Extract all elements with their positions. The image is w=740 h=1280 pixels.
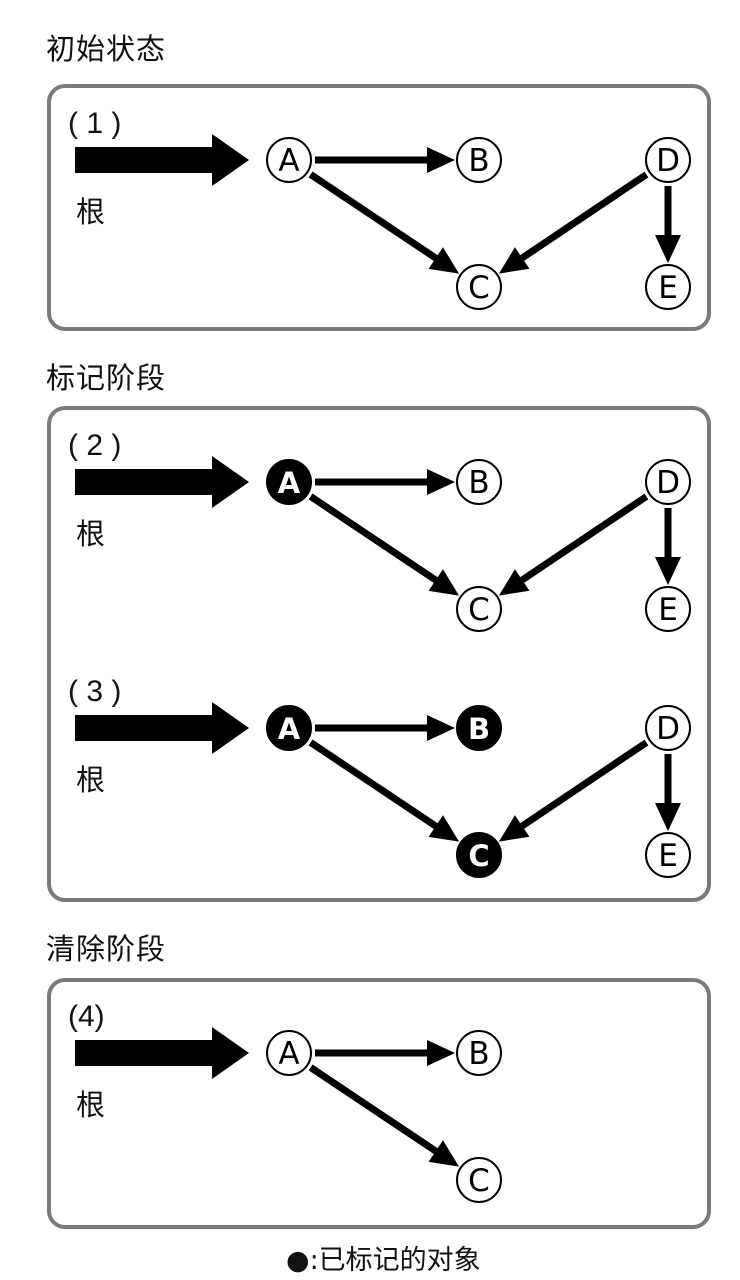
node-C <box>456 586 502 632</box>
root-label: 根 <box>76 195 105 229</box>
edge-D-C-head <box>498 569 530 596</box>
node-label-B: B <box>468 712 490 746</box>
marked-dot-icon: ● <box>286 1245 310 1276</box>
edge-A-C-head <box>428 1140 460 1167</box>
node-label-B: B <box>468 143 489 179</box>
root-arrow <box>75 456 249 508</box>
node-label-C: C <box>468 839 489 873</box>
node-label-E: E <box>658 270 678 306</box>
node-label-A: A <box>278 466 301 500</box>
edge-D-C-shaft <box>520 739 649 829</box>
node-label-C: C <box>468 1163 490 1199</box>
edge-A-C-shaft <box>308 739 438 830</box>
root-label: 根 <box>76 1088 105 1122</box>
node-label-A: A <box>278 712 301 746</box>
node-label-A: A <box>278 1036 299 1072</box>
node-C <box>456 1157 502 1203</box>
node-label-A: A <box>278 143 299 179</box>
node-label-B: B <box>468 1036 489 1072</box>
root-arrow <box>75 1027 249 1079</box>
node-A <box>266 137 312 183</box>
node-D <box>645 705 691 751</box>
edge-D-C-head <box>498 247 530 274</box>
edge-D-C-shaft <box>520 493 649 583</box>
edge-D-E-head <box>655 803 681 831</box>
edge-D-E-head <box>655 557 681 585</box>
node-label-B: B <box>468 465 489 501</box>
node-A <box>266 1030 312 1076</box>
legend-text: :已标记的对象 <box>309 1245 481 1276</box>
node-A <box>266 459 312 505</box>
node-label-D: D <box>656 711 680 747</box>
edge-A-B-head <box>427 1040 455 1066</box>
node-label-C: C <box>468 270 490 306</box>
root-arrow <box>75 134 249 186</box>
node-D <box>645 137 691 183</box>
section-title-sweep: 清除阶段 <box>46 932 167 966</box>
node-A <box>266 705 312 751</box>
edge-A-B-head <box>427 715 455 741</box>
edge-A-C-shaft <box>308 171 438 262</box>
edge-A-C-shaft <box>308 1064 438 1155</box>
node-C <box>456 264 502 310</box>
section-title-mark: 标记阶段 <box>46 361 167 395</box>
node-label-D: D <box>656 143 680 179</box>
step-label: ( 3 ) <box>68 675 121 708</box>
node-E <box>645 832 691 878</box>
edge-A-C-head <box>428 815 460 842</box>
edge-A-B-head <box>427 469 455 495</box>
section-title-initial: 初始状态 <box>46 32 167 66</box>
node-label-D: D <box>656 465 680 501</box>
root-label: 根 <box>76 517 105 551</box>
node-B <box>456 1030 502 1076</box>
edge-D-E-head <box>655 235 681 263</box>
edge-D-C-head <box>498 815 530 842</box>
node-B <box>456 705 502 751</box>
node-B <box>456 137 502 183</box>
root-label: 根 <box>76 763 105 797</box>
node-E <box>645 264 691 310</box>
edge-D-C-shaft <box>520 171 649 261</box>
panel-mark-phase <box>47 406 711 902</box>
node-C <box>456 832 502 878</box>
root-arrow <box>75 702 249 754</box>
edge-A-C-head <box>428 569 460 596</box>
panel-sweep-phase <box>47 978 711 1229</box>
edge-A-C-head <box>428 247 460 274</box>
node-B <box>456 459 502 505</box>
node-D <box>645 459 691 505</box>
legend: ●:已标记的对象 <box>286 1238 481 1277</box>
edge-A-C-shaft <box>308 493 438 584</box>
node-E <box>645 586 691 632</box>
node-label-E: E <box>658 838 678 874</box>
step-label: (4) <box>68 1000 105 1033</box>
node-label-E: E <box>658 592 678 628</box>
step-label: ( 1 ) <box>68 107 121 140</box>
step-label: ( 2 ) <box>68 429 121 462</box>
node-label-C: C <box>468 592 490 628</box>
edge-A-B-head <box>427 147 455 173</box>
